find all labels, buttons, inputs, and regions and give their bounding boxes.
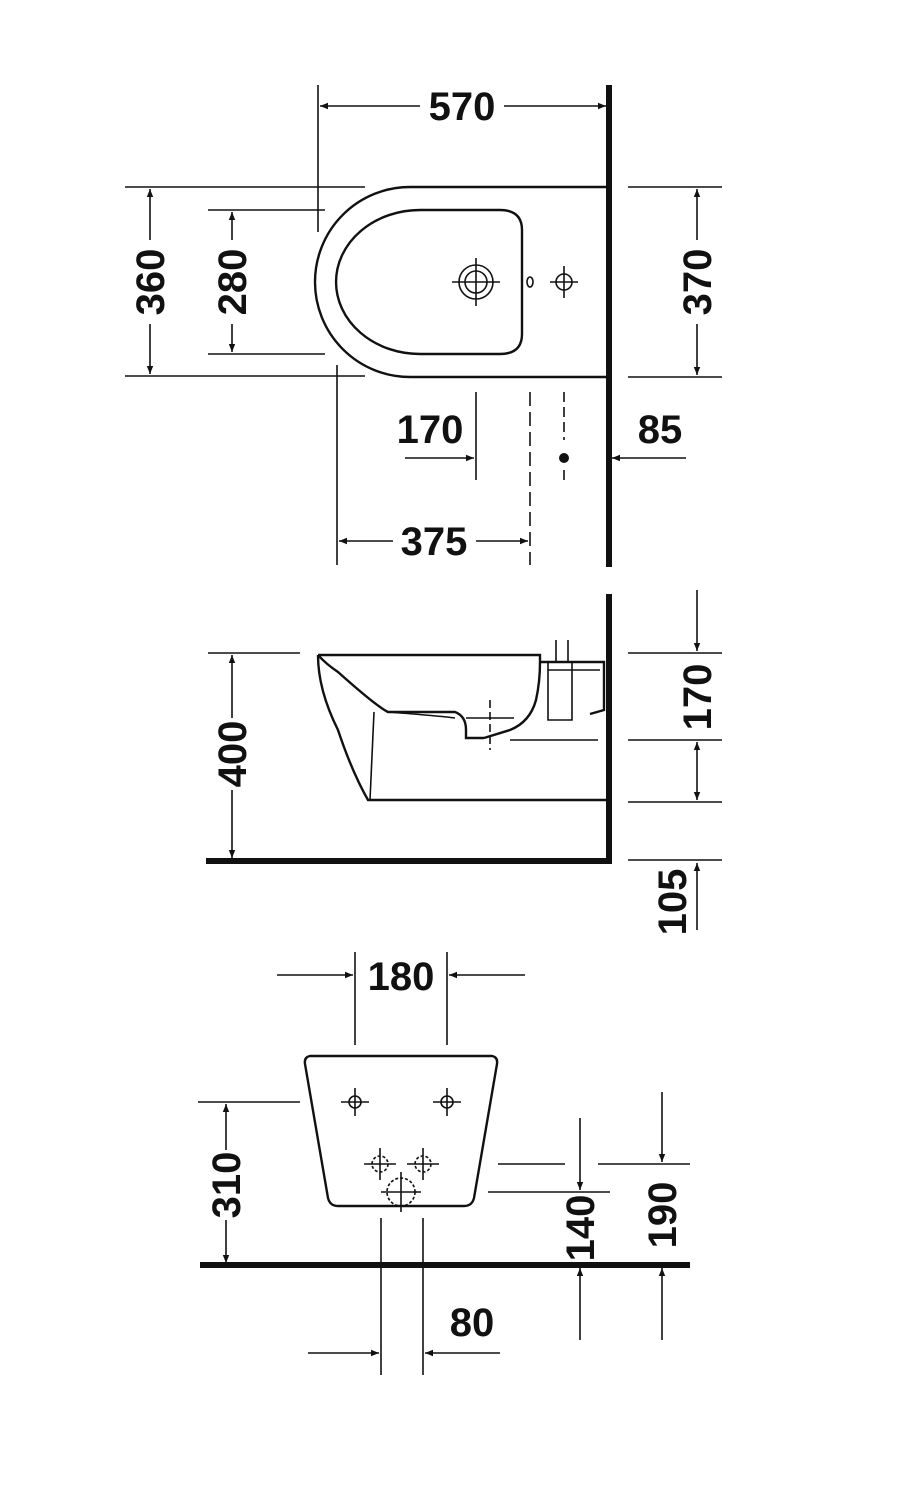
bidet-outer-outline: [313, 185, 606, 379]
bidet-side-profile: [316, 653, 606, 802]
dim-top-to-outlet: 170: [676, 664, 720, 731]
dim-width-outer: 360: [129, 249, 173, 316]
dim-outlet-height: 190: [641, 1182, 685, 1249]
dim-fixing-spacing: 180: [368, 955, 435, 999]
tap-hole-icon: [452, 258, 500, 306]
dim-floor-clearance: 105: [651, 869, 695, 936]
fixing-hole-left-icon: [341, 1088, 369, 1116]
dim-depth-total: 570: [429, 85, 496, 129]
dim-fixing-height: 310: [205, 1152, 249, 1219]
back-view: 180 310 140 190 80: [198, 952, 690, 1375]
waste-outlet-icon: [381, 1172, 421, 1212]
dim-supply-height: 140: [559, 1195, 603, 1262]
dim-fixing-depth: 375: [401, 520, 468, 564]
top-view: 570 360 280 370 170 85 375: [125, 85, 722, 567]
dim-outlet-spacing: 80: [450, 1301, 495, 1345]
supply-hole-left-icon: [364, 1148, 396, 1180]
dim-hole-offset: 170: [397, 408, 464, 452]
bidet-bowl-outline: [334, 208, 524, 356]
dim-height-total: 400: [211, 721, 255, 788]
bidet-side-inner: [369, 711, 456, 801]
dim-width-inner: 280: [211, 249, 255, 316]
supply-hole-right-icon: [407, 1148, 439, 1180]
dim-wall-offset: 85: [638, 408, 683, 452]
waste-trap: [547, 640, 600, 721]
bidet-back-outline: [303, 1054, 499, 1208]
fixing-hole-right-icon: [433, 1088, 461, 1116]
dim-width-right: 370: [676, 249, 720, 316]
fixing-point-icon: [550, 266, 578, 298]
fixing-centre-dot: [559, 453, 569, 463]
side-view: 400 170 105: [206, 590, 722, 935]
overflow-icon: [526, 276, 534, 288]
